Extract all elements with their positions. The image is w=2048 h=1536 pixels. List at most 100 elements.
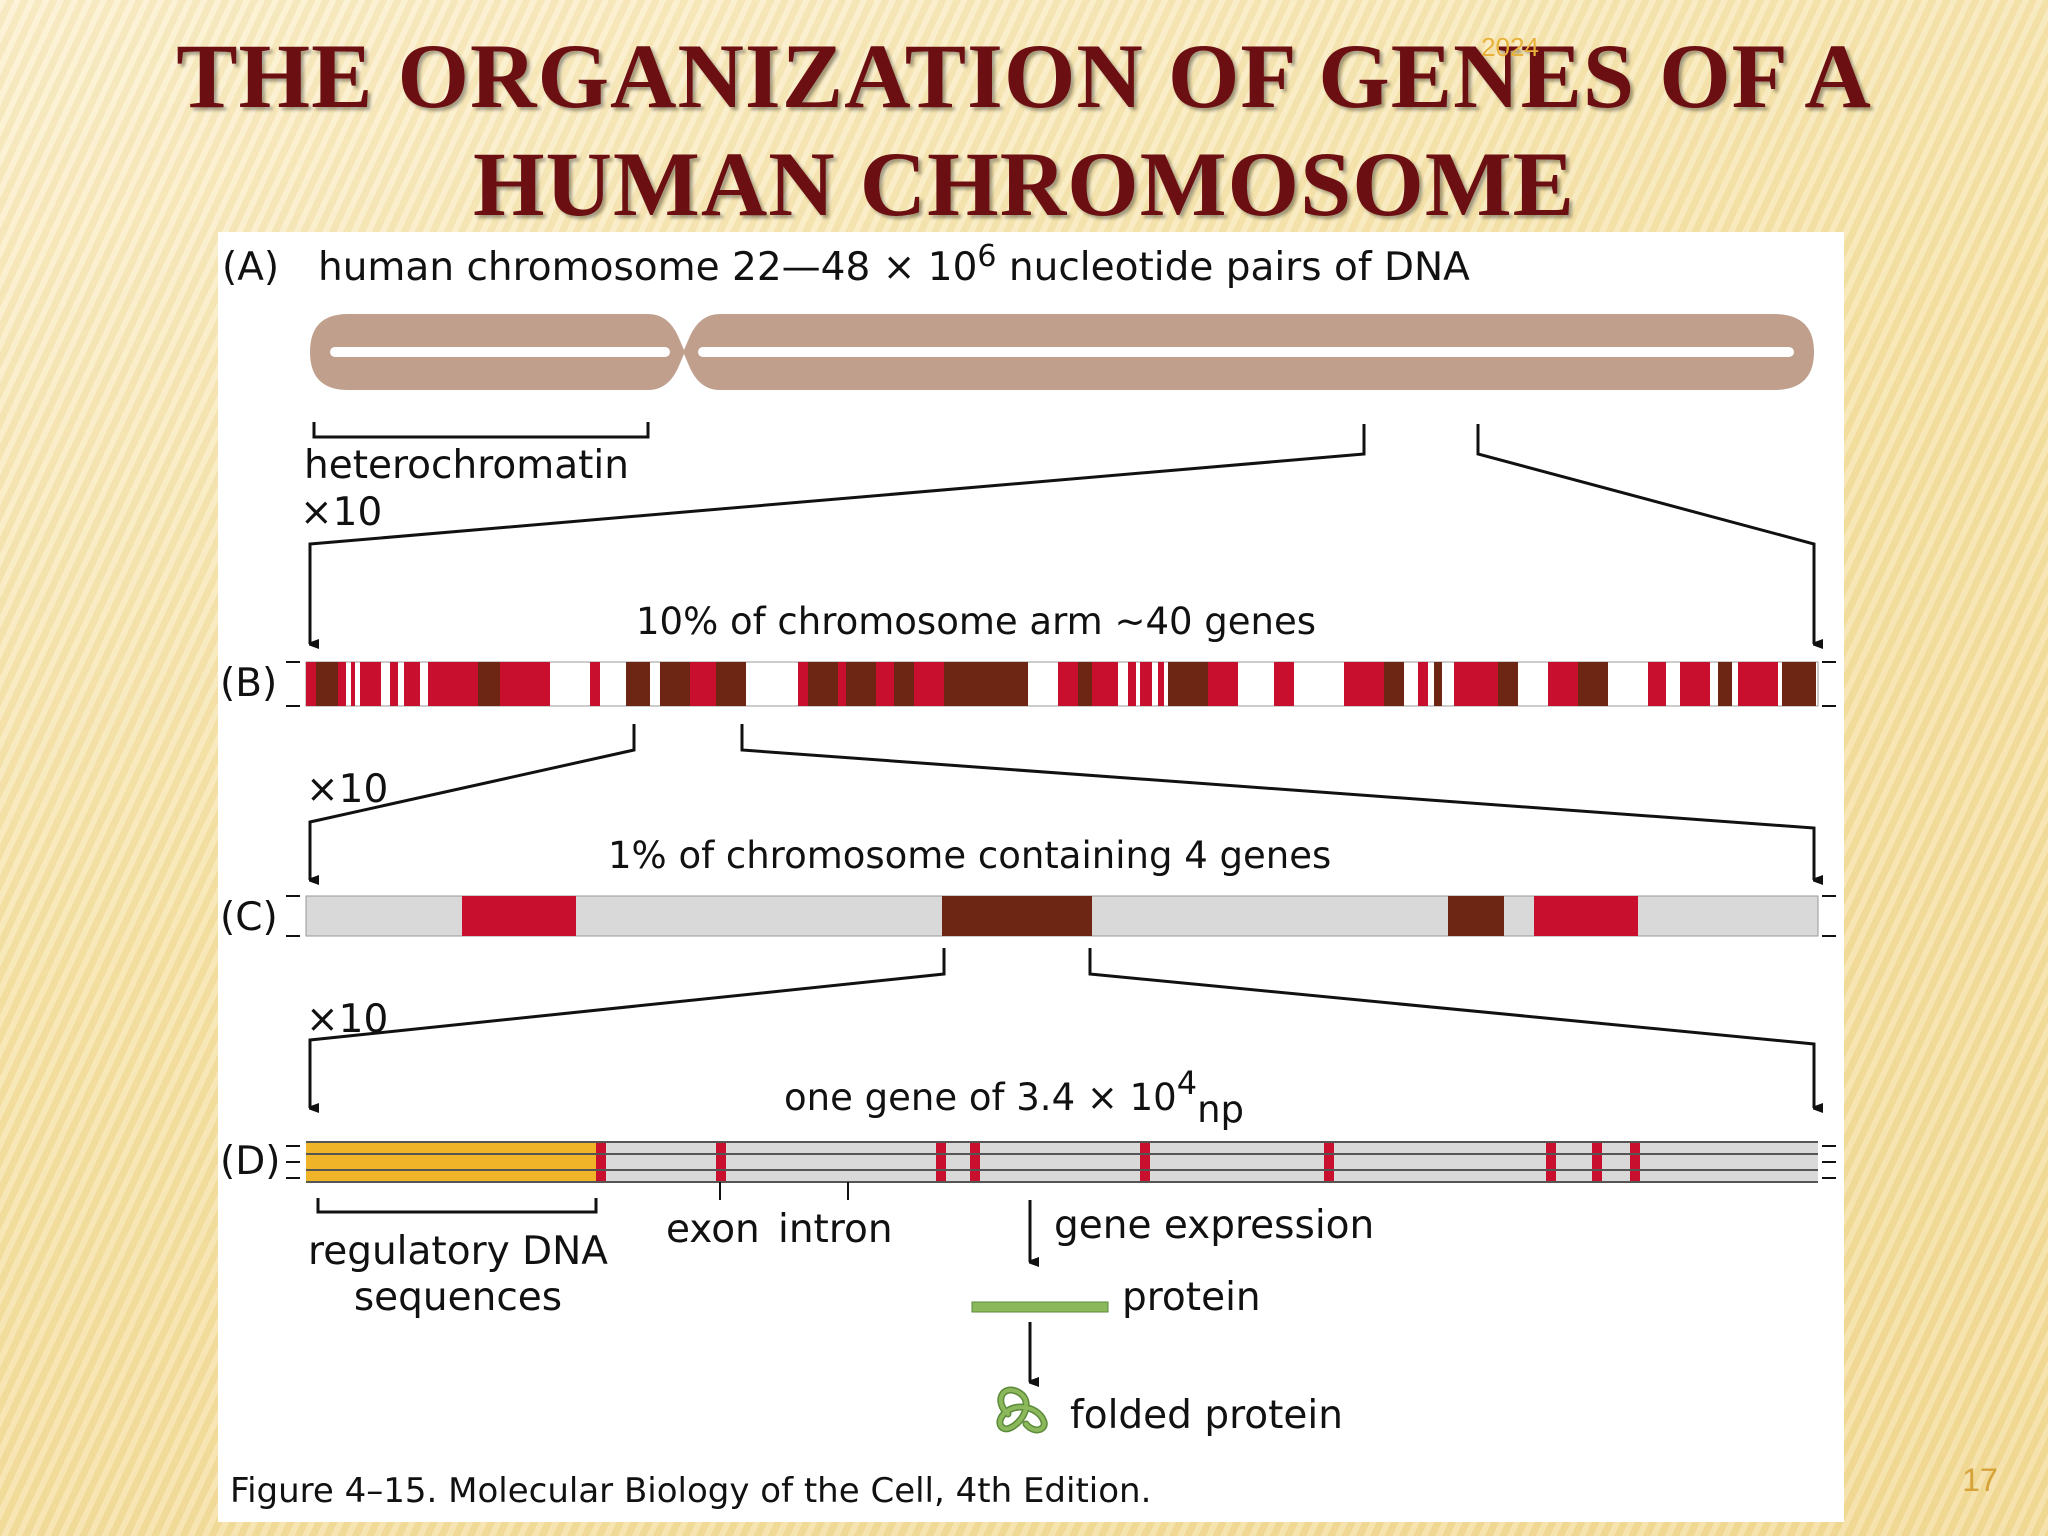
exon-mark <box>1592 1142 1602 1182</box>
gene-band <box>660 662 690 706</box>
gene-band <box>375 662 381 706</box>
panel-a-label: human chromosome 22—48 × 106 nucleotide … <box>318 239 1470 290</box>
gene-c-2 <box>942 896 1092 936</box>
gene-band <box>1738 662 1778 706</box>
gene-band <box>894 662 914 706</box>
gene-band <box>1092 662 1118 706</box>
heterochromatin-label: heterochromatin <box>304 443 629 488</box>
exon-mark <box>970 1142 980 1182</box>
gene-band <box>1344 662 1384 706</box>
exon-mark <box>936 1142 946 1182</box>
gene-band <box>1434 662 1442 706</box>
zoom-line-left-ab <box>308 424 1366 644</box>
slide-title-line1: THE ORGANIZATION OF GENES OF A <box>176 25 1872 127</box>
gene-band <box>1078 662 1092 706</box>
gene-band <box>428 662 478 706</box>
panel-b-label: 10% of chromosome arm ~40 genes <box>636 600 1316 643</box>
gene-band <box>1140 662 1152 706</box>
folded-protein-label: folded protein <box>1070 1393 1343 1438</box>
gene-band <box>1680 662 1710 706</box>
gene-band <box>944 662 980 706</box>
exon-mark <box>1546 1142 1556 1182</box>
zoom-label-bc: ×10 <box>306 767 388 812</box>
gene-c-3 <box>1448 896 1504 936</box>
gene-band <box>478 662 500 706</box>
gene-band <box>914 662 944 706</box>
gene-band <box>1454 662 1498 706</box>
regulatory-bracket <box>316 1198 598 1214</box>
chromosome-figure: (A) human chromosome 22—48 × 106 nucleot… <box>218 232 1844 1522</box>
panel-a-label-main: human chromosome 22—48 × 10 <box>318 245 977 290</box>
panel-b-strip <box>286 661 1836 707</box>
panel-d-label-unit: np <box>1197 1088 1244 1131</box>
gene-band <box>1158 662 1164 706</box>
page-number: 17 <box>1962 1462 1998 1498</box>
exon-mark <box>1324 1142 1334 1182</box>
panel-a-label-exp: 6 <box>977 239 996 274</box>
gene-band <box>1128 662 1136 706</box>
figure-caption: Figure 4–15. Molecular Biology of the Ce… <box>230 1471 1151 1511</box>
year-label: 2024 <box>1481 32 1539 62</box>
panel-c-label: 1% of chromosome containing 4 genes <box>608 834 1331 877</box>
gene-band <box>590 662 600 706</box>
gene-band <box>716 662 746 706</box>
protein-label: protein <box>1122 1275 1261 1320</box>
gene-band <box>876 662 894 706</box>
exon-mark <box>1630 1142 1640 1182</box>
gene-band <box>1548 662 1578 706</box>
gene-band <box>980 662 1028 706</box>
zoom-line-right-ab <box>1476 424 1814 644</box>
gene-c-1 <box>462 896 576 936</box>
gene-band <box>338 662 346 706</box>
gene-band <box>846 662 876 706</box>
gene-band <box>1384 662 1404 706</box>
folded-protein-icon <box>996 1386 1048 1434</box>
panel-c-letter: (C) <box>220 895 278 940</box>
gene-band <box>626 662 650 706</box>
gene-band <box>360 662 375 706</box>
panel-a-letter: (A) <box>222 245 279 290</box>
regulatory-label-line2: sequences <box>354 1275 562 1320</box>
regulatory-region <box>306 1142 596 1182</box>
gene-band <box>1718 662 1732 706</box>
gene-band <box>1274 662 1294 706</box>
panel-a-label-tail: nucleotide pairs of DNA <box>997 245 1471 290</box>
gene-band <box>838 662 846 706</box>
exon-mark <box>596 1142 606 1182</box>
gene-band <box>798 662 808 706</box>
gene-band <box>1782 662 1816 706</box>
panel-d-letter: (D) <box>220 1139 280 1184</box>
gene-band <box>690 662 716 706</box>
zoom-label-ab: ×10 <box>300 490 382 535</box>
zoom-line-left-bc <box>308 724 636 880</box>
protein-bar <box>971 1301 1109 1313</box>
gene-band <box>1648 662 1666 706</box>
gene-band <box>1498 662 1518 706</box>
panel-d-label-main: one gene of 3.4 × 10 <box>784 1076 1177 1119</box>
zoom-line-left-cd <box>308 948 946 1108</box>
gene-band <box>500 662 550 706</box>
exon-mark <box>716 1142 726 1182</box>
chromosome-22 <box>310 314 1814 390</box>
regulatory-label-line1: regulatory DNA <box>308 1229 608 1274</box>
gene-band <box>1168 662 1208 706</box>
gene-band <box>351 662 355 706</box>
gene-band <box>1208 662 1238 706</box>
panel-d-label-exp: 4 <box>1177 1064 1197 1102</box>
gene-expression-label: gene expression <box>1054 1203 1374 1248</box>
panel-c-strip <box>286 895 1836 937</box>
exon-mark <box>1140 1142 1150 1182</box>
gene-band <box>1578 662 1608 706</box>
gene-band <box>390 662 398 706</box>
panel-d-label: one gene of 3.4 × 104np <box>784 1064 1244 1131</box>
gene-band <box>316 662 338 706</box>
gene-band <box>416 662 420 706</box>
gene-band <box>808 662 838 706</box>
gene-band <box>404 662 416 706</box>
zoom-line-right-bc <box>740 724 1814 880</box>
heterochromatin-bracket <box>312 422 650 439</box>
gene-band <box>306 662 316 706</box>
gene-c-4 <box>1534 896 1638 936</box>
panel-b-letter: (B) <box>220 661 277 706</box>
figure-svg: (A) human chromosome 22—48 × 106 nucleot… <box>220 239 1836 1511</box>
